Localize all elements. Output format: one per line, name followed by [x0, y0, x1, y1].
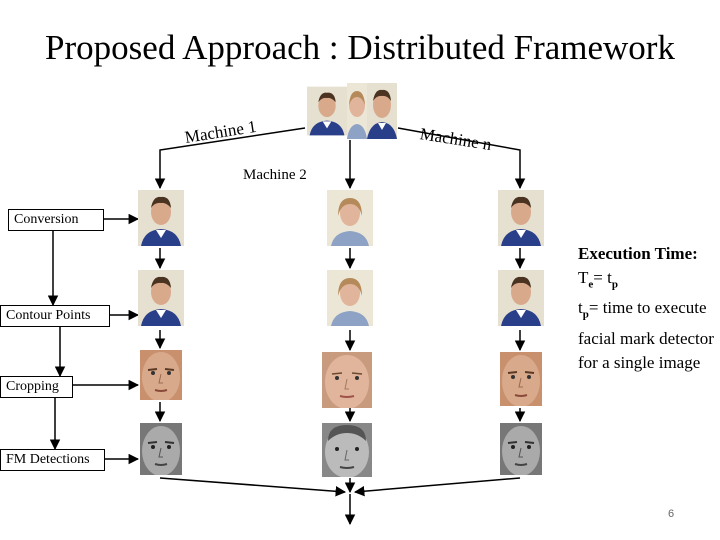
step-cropping-box: Cropping: [0, 376, 73, 398]
machine1-conversion-image: [138, 190, 184, 246]
source-portrait-1: [307, 82, 347, 140]
machine1-fm-detection-image: [140, 423, 182, 475]
execution-time-heading: Execution Time:: [578, 244, 698, 263]
machine1-cropped-image: [140, 350, 182, 400]
machinen-conversion-image: [498, 190, 544, 246]
source-portrait-3: [367, 82, 397, 140]
source-portrait-2: [347, 82, 367, 140]
machine2-fm-detection-image: [322, 423, 372, 477]
machinen-fm-detection-image: [500, 423, 542, 475]
execution-time-note: Execution Time: Te= tp tp= time to execu…: [578, 242, 720, 375]
machinen-cropped-image: [500, 352, 542, 406]
step-fm-detections-box: FM Detections: [0, 449, 105, 471]
tp-definition: tp= time to execute facial mark detector…: [578, 298, 714, 372]
page-title: Proposed Approach : Distributed Framewor…: [45, 28, 675, 67]
machine2-contour-image: [327, 270, 373, 326]
machine2-cropped-image: [322, 352, 372, 408]
te-formula: Te= tp: [578, 268, 618, 291]
machine1-contour-image: [138, 270, 184, 326]
step-contour-points-box: Contour Points: [0, 305, 110, 327]
machine2-conversion-image: [327, 190, 373, 246]
step-conversion-box: Conversion: [8, 209, 104, 231]
arrow-to-machinen: [397, 127, 526, 190]
machinen-contour-image: [498, 270, 544, 326]
arrow-to-machine1: [154, 127, 306, 190]
machine-2-label: Machine 2: [243, 167, 307, 183]
page-number: 6: [668, 508, 675, 520]
